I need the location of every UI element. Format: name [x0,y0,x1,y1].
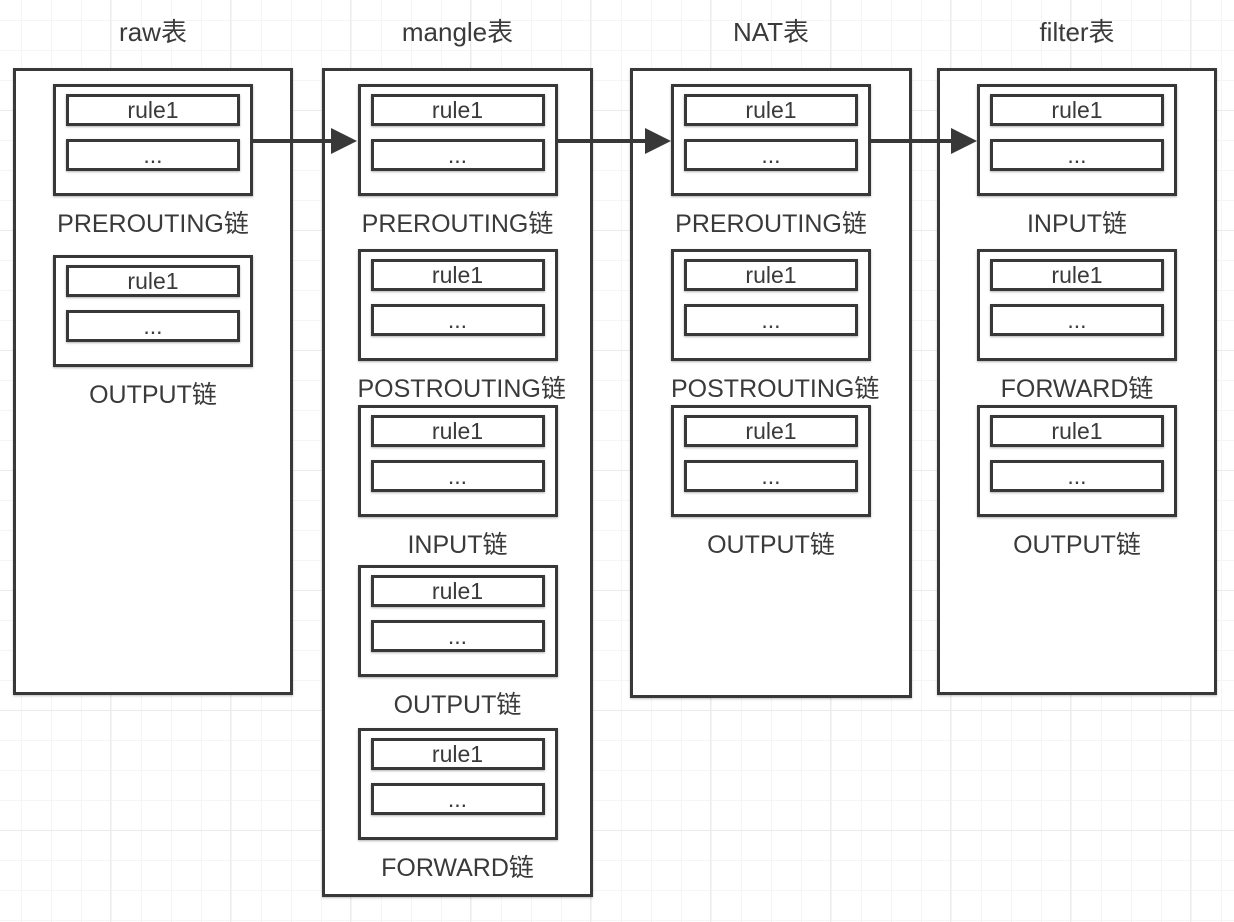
chain-nat-postrouting: rule1 ... POSTROUTING链 [671,249,880,405]
rule-box: ... [684,304,858,336]
rule-box: ... [370,139,545,171]
rule-box: ... [370,783,545,815]
chain-label: POSTROUTING链 [671,375,880,403]
rule-box: ... [990,304,1164,336]
rule-box: ... [684,460,858,492]
rule-box: rule1 [370,738,545,770]
rule-box: ... [66,310,240,342]
chain-box: rule1 ... [357,405,558,517]
chain-box: rule1 ... [357,84,558,196]
chain-label: OUTPUT链 [707,531,835,559]
chain-label: FORWARD链 [381,854,534,882]
chain-box: rule1 ... [671,405,871,517]
chain-box: rule1 ... [977,249,1177,361]
rule-box: rule1 [990,94,1164,126]
chain-label: PREROUTING链 [675,210,867,238]
table-raw: rule1 ... PREROUTING链 rule1 ... OUTPUT链 [13,68,293,695]
rule-box: ... [684,139,858,171]
chain-label: OUTPUT链 [393,691,522,719]
rule-box: rule1 [684,259,858,291]
rule-box: rule1 [684,94,858,126]
chain-nat-prerouting: rule1 ... PREROUTING链 [671,84,871,240]
chain-mangle-forward: rule1 ... FORWARD链 [357,728,558,884]
chain-box: rule1 ... [671,249,871,361]
table-filter: rule1 ... INPUT链 rule1 ... FORWARD链 rule… [937,68,1217,695]
rule-box: ... [66,139,240,171]
chain-box: rule1 ... [357,565,558,677]
chain-raw-prerouting: rule1 ... PREROUTING链 [53,84,253,240]
chain-label: OUTPUT链 [1013,531,1141,559]
chain-label: FORWARD链 [1000,375,1154,403]
chain-mangle-output: rule1 ... OUTPUT链 [357,565,558,721]
chain-box: rule1 ... [53,84,253,196]
rule-box: rule1 [684,415,858,447]
rule-box: ... [370,460,545,492]
rule-box: rule1 [370,94,545,126]
chain-label: INPUT链 [407,531,508,559]
rule-box: ... [370,620,545,652]
chain-box: rule1 ... [977,84,1177,196]
rule-box: ... [990,460,1164,492]
chain-box: rule1 ... [977,405,1177,517]
table-title-filter: filter表 [1039,17,1115,47]
chain-box: rule1 ... [53,255,253,367]
rule-box: ... [370,304,545,336]
chain-filter-forward: rule1 ... FORWARD链 [977,249,1177,405]
chain-label: INPUT链 [1026,210,1127,238]
chain-mangle-input: rule1 ... INPUT链 [357,405,558,561]
table-title-mangle: mangle表 [401,17,514,47]
chain-box: rule1 ... [671,84,871,196]
rule-box: rule1 [990,415,1164,447]
chain-nat-output: rule1 ... OUTPUT链 [671,405,871,561]
table-mangle: rule1 ... PREROUTING链 rule1 ... POSTROUT… [322,68,593,897]
chain-label: OUTPUT链 [89,381,217,409]
table-nat: rule1 ... PREROUTING链 rule1 ... POSTROUT… [630,68,912,698]
chain-raw-output: rule1 ... OUTPUT链 [53,255,253,411]
table-title-raw: raw表 [119,17,187,47]
rule-box: rule1 [370,259,545,291]
rule-box: rule1 [66,94,240,126]
rule-box: rule1 [370,575,545,607]
chain-label: PREROUTING链 [361,210,554,238]
chain-filter-output: rule1 ... OUTPUT链 [977,405,1177,561]
table-title-nat: NAT表 [732,17,810,47]
chain-filter-input: rule1 ... INPUT链 [977,84,1177,240]
chain-label: PREROUTING链 [57,210,249,238]
chain-mangle-postrouting: rule1 ... POSTROUTING链 [357,249,566,405]
chain-mangle-prerouting: rule1 ... PREROUTING链 [357,84,558,240]
chain-label: POSTROUTING链 [357,375,566,403]
rule-box: rule1 [66,265,240,297]
chain-box: rule1 ... [357,728,558,840]
rule-box: rule1 [990,259,1164,291]
rule-box: rule1 [370,415,545,447]
chain-box: rule1 ... [357,249,558,361]
rule-box: ... [990,139,1164,171]
